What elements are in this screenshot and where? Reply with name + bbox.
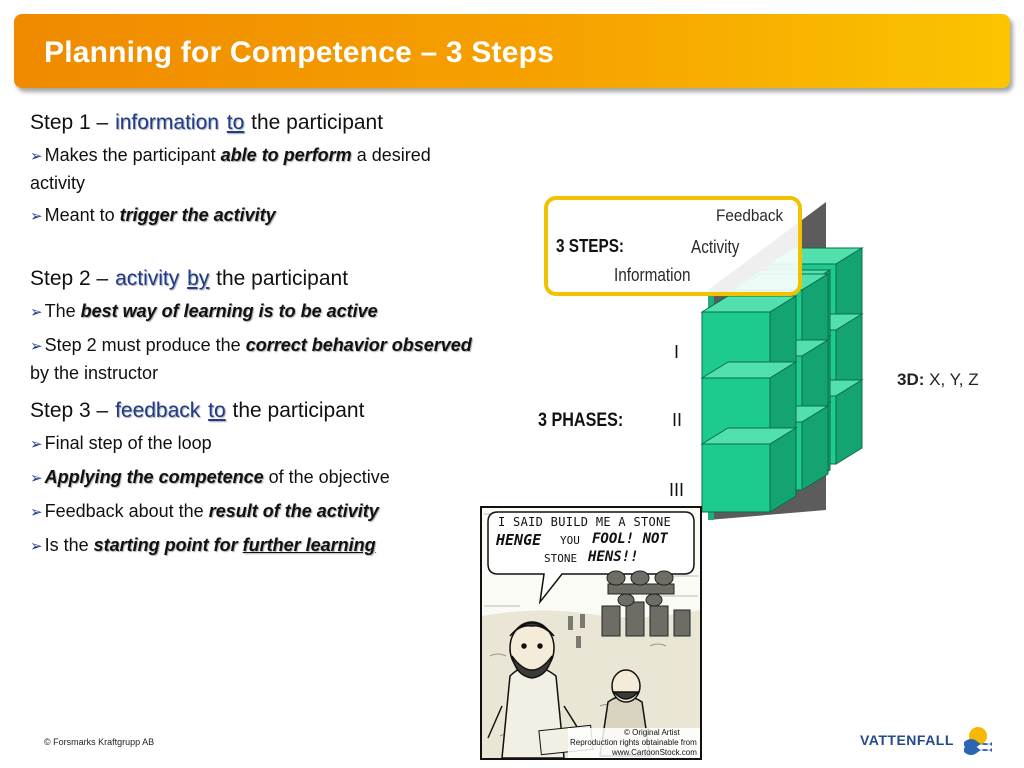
step-3-heading: Step 3 – feedback to the participant bbox=[30, 399, 365, 422]
step-1-bullet-1: ➢Makes the participant able to perform a… bbox=[30, 145, 431, 193]
logo-sun-wave-icon bbox=[964, 727, 992, 755]
step-2-heading: Step 2 – activity by the participant bbox=[30, 267, 349, 290]
step-3-bullet-4: ➢Is the starting point for further learn… bbox=[30, 535, 376, 555]
step-2-keyword-link: by bbox=[187, 267, 210, 290]
vattenfall-logo: VATTENFALL bbox=[860, 724, 1000, 756]
step-2-keyword: activity bbox=[115, 267, 180, 290]
step-1-keyword: information bbox=[115, 111, 219, 134]
step-3-bullet-2: ➢Applying the competence of the objectiv… bbox=[30, 467, 390, 487]
step-label-information: Information bbox=[614, 265, 691, 285]
cartoon-caption-stone: STONE bbox=[544, 552, 578, 565]
arrow-bullet-icon: ➢ bbox=[30, 470, 43, 487]
slide-title: Planning for Competence – 3 Steps bbox=[44, 36, 555, 69]
arrow-bullet-icon: ➢ bbox=[30, 148, 43, 165]
cartoon-credit-1: © Original Artist bbox=[624, 728, 680, 737]
cartoon-caption-fool: FOOL! NOT bbox=[592, 531, 668, 547]
step-1-bullet-2: ➢Meant to trigger the activity bbox=[30, 205, 276, 225]
dimension-label: 3D: X, Y, Z bbox=[897, 370, 979, 389]
footer-copyright: © Forsmarks Kraftgrupp AB bbox=[44, 737, 155, 747]
arrow-bullet-icon: ➢ bbox=[30, 538, 43, 555]
competence-cube bbox=[700, 427, 798, 513]
cartoon-illustration bbox=[480, 506, 702, 760]
step-label-feedback: Feedback bbox=[716, 206, 784, 225]
step-1-keyword-link: to bbox=[226, 111, 245, 134]
cube-diagram-graphic bbox=[700, 202, 864, 520]
phase-label-ii: II bbox=[672, 410, 683, 430]
logo-wordmark: VATTENFALL bbox=[860, 732, 954, 748]
cartoon-credit-2: Reproduction rights obtainable from bbox=[570, 738, 697, 747]
arrow-bullet-icon: ➢ bbox=[30, 208, 43, 225]
step-2-bullet-2: ➢Step 2 must produce the correct behavio… bbox=[30, 335, 472, 383]
cube-grid bbox=[700, 247, 864, 513]
phase-label-i: I bbox=[674, 342, 680, 362]
arrow-bullet-icon: ➢ bbox=[30, 504, 43, 521]
arrow-bullet-icon: ➢ bbox=[30, 304, 43, 321]
step-2-bullet-1: ➢The best way of learning is to be activ… bbox=[30, 301, 378, 321]
competence-cube-diagram: Feedback 3 STEPS: Activity Information I… bbox=[530, 190, 1010, 520]
step-label-activity: Activity bbox=[691, 237, 740, 257]
phases-label: 3 PHASES: bbox=[538, 410, 624, 431]
step-3-bullet-1: ➢Final step of the loop bbox=[30, 433, 212, 453]
steps-content: Step 1 – information to the participant … bbox=[30, 110, 480, 560]
arrow-bullet-icon: ➢ bbox=[30, 338, 43, 355]
arrow-bullet-icon: ➢ bbox=[30, 436, 43, 453]
cartoon-caption-henge: HENGE bbox=[496, 531, 542, 549]
title-bar: Planning for Competence – 3 Steps bbox=[14, 14, 1010, 88]
steps-frame bbox=[544, 196, 802, 296]
step-3-keyword-link: to bbox=[208, 399, 226, 422]
cartoon-credit-3: www.CartoonStock.com bbox=[612, 748, 697, 757]
stonehenge-cartoon: I SAID BUILD ME A STONE HENGE YOU FOOL! … bbox=[480, 506, 702, 760]
step-3-keyword: feedback bbox=[115, 399, 201, 422]
cartoon-caption-hens: HENS!! bbox=[588, 549, 639, 565]
steps-label: 3 STEPS: bbox=[556, 236, 625, 256]
cartoon-caption-you: YOU bbox=[560, 534, 580, 547]
step-3-bullet-3: ➢Feedback about the result of the activi… bbox=[30, 501, 379, 521]
step-1-heading: Step 1 – information to the participant bbox=[30, 111, 384, 134]
phase-label-iii: III bbox=[669, 480, 685, 500]
cartoon-caption-line-1: I SAID BUILD ME A STONE bbox=[498, 515, 672, 529]
